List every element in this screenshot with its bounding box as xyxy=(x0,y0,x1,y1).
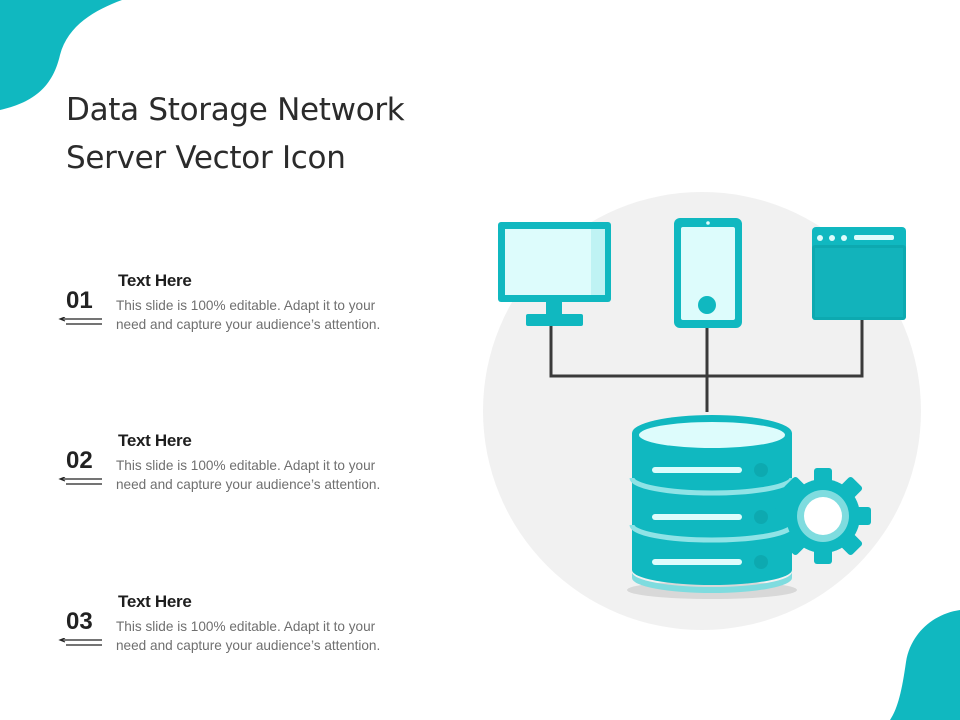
list-item: 02 Text Here This slide is 100% editable… xyxy=(56,431,416,511)
item-description: This slide is 100% editable. Adapt it to… xyxy=(116,618,416,655)
page-title-line-1: Data Storage Network xyxy=(66,92,405,128)
database-icon xyxy=(627,415,797,599)
page-title-line-2: Server Vector Icon xyxy=(66,140,346,176)
corner-blob-top-left xyxy=(0,0,122,110)
item-description-line-2: need and capture your audience’s attenti… xyxy=(116,476,381,492)
smartphone-icon xyxy=(674,218,742,328)
item-description-line-2: need and capture your audience’s attenti… xyxy=(116,316,381,332)
browser-window-icon xyxy=(812,227,906,320)
item-description: This slide is 100% editable. Adapt it to… xyxy=(116,457,416,494)
item-number: 02 xyxy=(66,447,93,474)
item-description-line-1: This slide is 100% editable. Adapt it to… xyxy=(116,619,376,634)
gear-icon xyxy=(775,468,871,564)
corner-blob-bottom-right xyxy=(890,610,960,720)
list-item: 01 Text Here This slide is 100% editable… xyxy=(56,271,416,351)
item-description: This slide is 100% editable. Adapt it to… xyxy=(116,297,416,334)
item-number: 01 xyxy=(66,287,93,314)
item-heading: Text Here xyxy=(118,592,192,611)
arrow-left-icon xyxy=(58,638,102,646)
item-number: 03 xyxy=(66,608,93,635)
page-title: Data Storage Network Server Vector Icon xyxy=(66,86,405,182)
item-description-line-2: need and capture your audience’s attenti… xyxy=(116,637,381,653)
item-description-line-1: This slide is 100% editable. Adapt it to… xyxy=(116,458,376,473)
item-description-line-1: This slide is 100% editable. Adapt it to… xyxy=(116,298,376,313)
connector-lines xyxy=(549,320,864,412)
item-heading: Text Here xyxy=(118,271,192,290)
list-item: 03 Text Here This slide is 100% editable… xyxy=(56,592,416,672)
arrow-left-icon xyxy=(58,317,102,325)
item-heading: Text Here xyxy=(118,431,192,450)
arrow-left-icon xyxy=(58,477,102,485)
monitor-icon xyxy=(498,222,611,326)
